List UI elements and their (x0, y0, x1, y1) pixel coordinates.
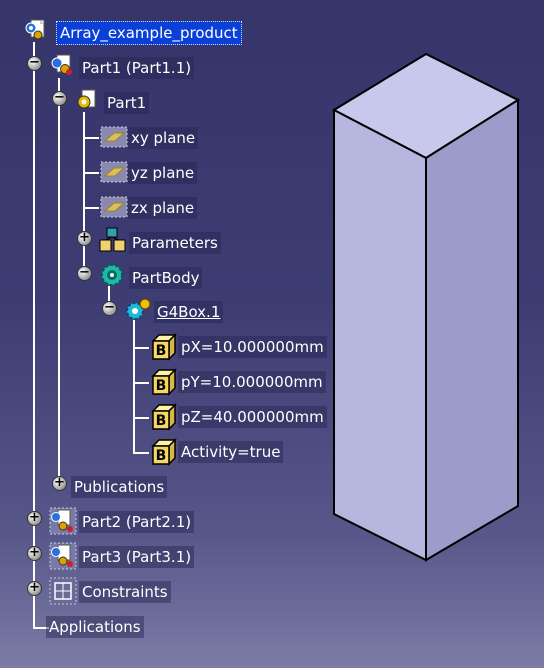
plane-icon[interactable] (100, 195, 128, 219)
tree-line (133, 347, 149, 349)
constraints-label[interactable]: Constraints (79, 581, 171, 603)
collapse-toggle[interactable]: − (102, 301, 117, 316)
body-icon[interactable] (100, 262, 124, 286)
svg-text:B: B (156, 343, 167, 359)
parameter-px-label[interactable]: pX=10.000000mm (178, 336, 327, 358)
collapse-toggle[interactable]: − (77, 266, 92, 281)
tree-line (83, 172, 99, 174)
part-instance-icon[interactable] (49, 507, 77, 535)
yz-plane-label[interactable]: yz plane (128, 162, 198, 184)
parameter-activity-label[interactable]: Activity=true (178, 441, 284, 463)
partbody-label[interactable]: PartBody (129, 267, 203, 289)
tree-line (133, 382, 149, 384)
parameters-icon[interactable] (98, 227, 128, 252)
svg-text:B: B (156, 378, 167, 394)
expand-toggle[interactable]: + (27, 511, 42, 526)
constraints-icon[interactable] (49, 577, 77, 605)
part-icon[interactable] (74, 88, 98, 112)
tree-line (83, 137, 99, 139)
part-instance-icon[interactable] (50, 53, 74, 77)
parameter-cube-icon[interactable]: B (149, 403, 177, 431)
box-right-face (425, 98, 519, 562)
expand-toggle[interactable]: + (77, 231, 92, 246)
zx-plane-label[interactable]: zx plane (128, 197, 198, 219)
svg-text:B: B (156, 448, 167, 464)
root-product-label[interactable]: Array_example_product (56, 21, 242, 45)
parameter-cube-icon[interactable]: B (149, 368, 177, 396)
xy-plane-label[interactable]: xy plane (128, 127, 199, 149)
expand-toggle[interactable]: + (52, 476, 67, 491)
g4box-3d-view[interactable] (330, 52, 530, 562)
parameter-py-label[interactable]: pY=10.000000mm (178, 371, 326, 393)
plane-icon[interactable] (100, 160, 128, 184)
publications-label[interactable]: Publications (71, 476, 168, 498)
part3-instance-label[interactable]: Part3 (Part3.1) (79, 546, 195, 568)
part1-label[interactable]: Part1 (104, 92, 150, 114)
collapse-toggle[interactable]: − (27, 56, 42, 71)
part2-instance-label[interactable]: Part2 (Part2.1) (79, 511, 195, 533)
applications-label[interactable]: Applications (46, 616, 144, 638)
parameter-cube-icon[interactable]: B (149, 333, 177, 361)
collapse-toggle[interactable]: − (52, 91, 67, 106)
parameter-pz-label[interactable]: pZ=40.000000mm (178, 406, 327, 428)
feature-icon[interactable] (124, 297, 152, 321)
part-instance-icon[interactable] (49, 542, 77, 570)
tree-line (133, 320, 135, 452)
parameter-cube-icon[interactable]: B (149, 438, 177, 466)
tree-line (83, 207, 99, 209)
expand-toggle[interactable]: + (27, 581, 42, 596)
plane-icon[interactable] (100, 125, 128, 149)
g4box-label[interactable]: G4Box.1 (154, 301, 224, 323)
tree-line (133, 452, 149, 454)
svg-text:B: B (156, 413, 167, 429)
tree-line (83, 112, 85, 272)
box-left-face (333, 108, 427, 562)
expand-toggle[interactable]: + (27, 546, 42, 561)
tree-line (33, 42, 35, 628)
tree-line (133, 417, 149, 419)
tree-line (33, 627, 49, 629)
parameters-label[interactable]: Parameters (129, 232, 221, 254)
part1-instance-label[interactable]: Part1 (Part1.1) (79, 57, 195, 79)
product-icon[interactable] (24, 18, 48, 42)
tree-line (108, 286, 110, 312)
tree-line (58, 78, 60, 486)
